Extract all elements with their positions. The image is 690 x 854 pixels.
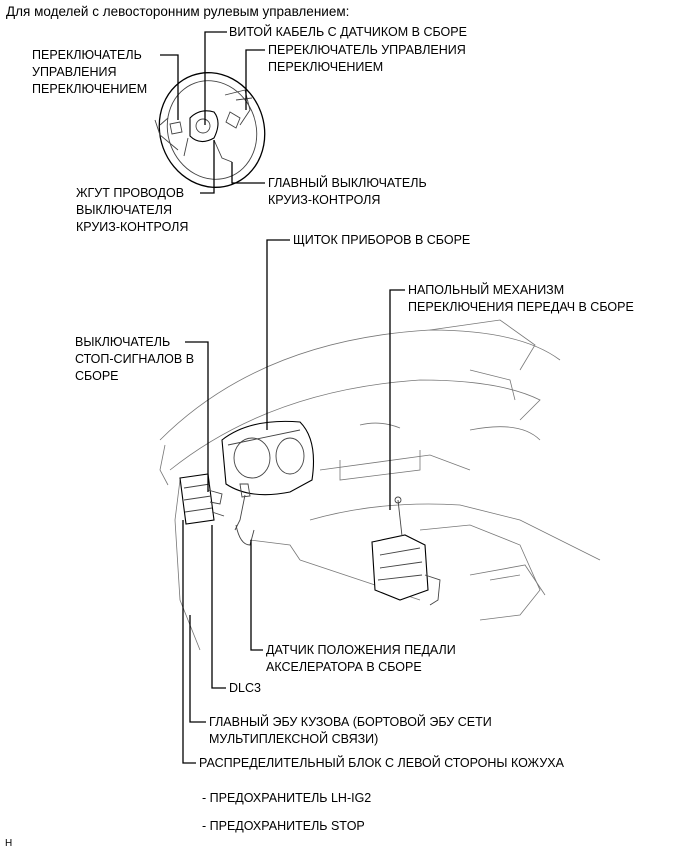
label-cruise-harness: ЖГУТ ПРОВОДОВ ВЫКЛЮЧАТЕЛЯ КРУИЗ-КОНТРОЛЯ <box>76 186 189 234</box>
label-spiral-cable: ВИТОЙ КАБЕЛЬ С ДАТЧИКОМ В СБОРЕ <box>229 25 467 39</box>
steering-wheel <box>154 72 266 188</box>
floor-shift-assembly <box>371 496 441 606</box>
accelerator-pedal <box>234 483 255 546</box>
label-main-body-ecu: ГЛАВНЫЙ ЭБУ КУЗОВА (БОРТОВОЙ ЭБУ СЕТИ МУ… <box>209 715 492 746</box>
label-floor-shift: НАПОЛЬНЫЙ МЕХАНИЗМ ПЕРЕКЛЮЧЕНИЯ ПЕРЕДАЧ … <box>408 283 634 314</box>
combination-meter <box>221 420 315 496</box>
junction-block-ecu <box>179 473 225 525</box>
leader-lines <box>160 31 405 764</box>
label-dlc3: DLC3 <box>229 681 261 695</box>
footer-code: H <box>5 838 13 849</box>
fuse-stop: - ПРЕДОХРАНИТЕЛЬ STOP <box>202 819 365 833</box>
page-header: Для моделей с левосторонним рулевым упра… <box>6 4 350 19</box>
label-junction-block: РАСПРЕДЕЛИТЕЛЬНЫЙ БЛОК С ЛЕВОЙ СТОРОНЫ К… <box>199 756 564 770</box>
label-cruise-main-switch: ГЛАВНЫЙ ВЫКЛЮЧАТЕЛЬ КРУИЗ-КОНТРОЛЯ <box>268 176 427 207</box>
label-shift-switch-right: ПЕРЕКЛЮЧАТЕЛЬ УПРАВЛЕНИЯ ПЕРЕКЛЮЧЕНИЕМ <box>268 43 466 74</box>
dashboard-illustration <box>159 319 601 651</box>
fuse-lh-ig2: - ПРЕДОХРАНИТЕЛЬ LH-IG2 <box>202 791 372 805</box>
label-shift-switch-left: ПЕРЕКЛЮЧАТЕЛЬ УПРАВЛЕНИЯ ПЕРЕКЛЮЧЕНИЕМ <box>32 48 148 96</box>
label-accel-pedal-sensor: ДАТЧИК ПОЛОЖЕНИЯ ПЕДАЛИ АКСЕЛЕРАТОРА В С… <box>266 643 456 674</box>
label-combination-meter: ЩИТОК ПРИБОРОВ В СБОРЕ <box>293 233 471 247</box>
label-stop-lamp-switch: ВЫКЛЮЧАТЕЛЬ СТОП-СИГНАЛОВ В СБОРЕ <box>75 335 195 383</box>
